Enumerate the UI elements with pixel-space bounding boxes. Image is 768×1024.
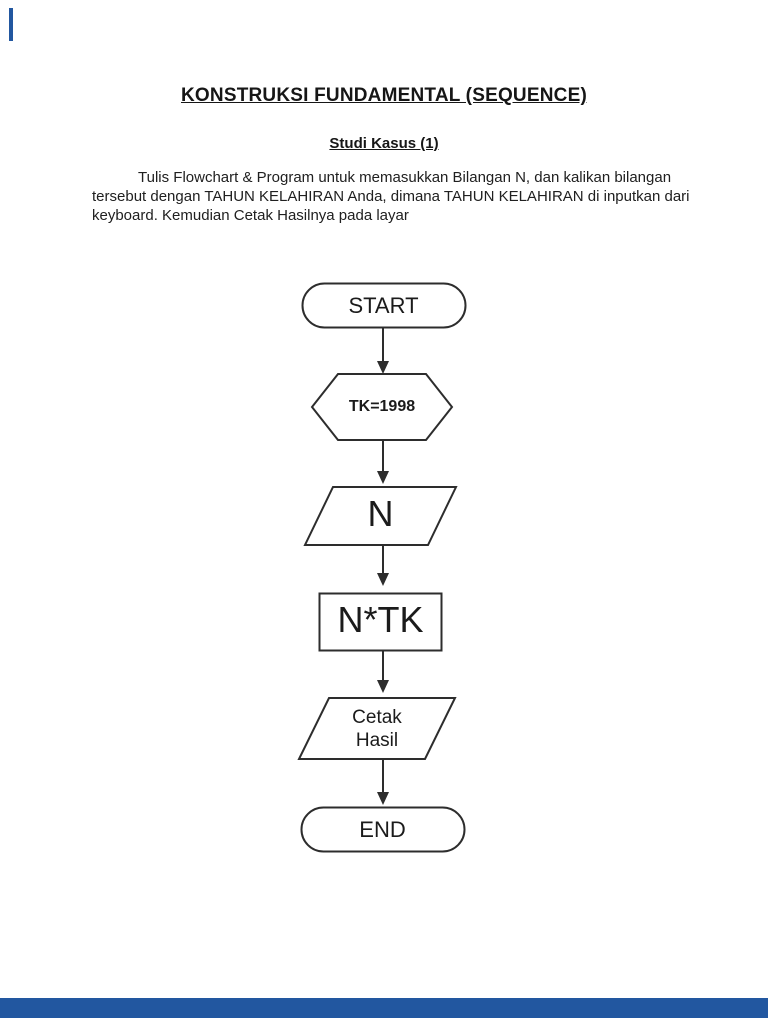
flow-arrow-3 — [377, 545, 389, 586]
end-terminator-shape — [302, 808, 465, 852]
process-rectangle-shape — [320, 594, 442, 651]
output-parallelogram-shape — [299, 698, 455, 759]
flow-arrow-1 — [377, 328, 389, 374]
input-parallelogram-shape — [305, 487, 456, 545]
output-label-line2: Hasil — [355, 730, 399, 751]
text-caret-mark — [9, 8, 13, 41]
page-subtitle: Studi Kasus (1) — [329, 135, 439, 152]
start-terminator-shape — [303, 284, 466, 328]
flow-arrow-2 — [377, 440, 389, 484]
end-node-label: END — [359, 816, 406, 842]
case-description: Tulis Flowchart & Program untuk memasukk… — [92, 168, 690, 225]
paragraph-line: keyboard. Kemudian Cetak Hasilnya pada l… — [92, 207, 409, 224]
flow-arrow-5 — [377, 759, 389, 805]
start-node-label: START — [348, 292, 419, 318]
input-node-label: N — [367, 493, 394, 534]
output-label-line1: Cetak — [352, 707, 402, 728]
page-title: KONSTRUKSI FUNDAMENTAL (SEQUENCE) — [181, 85, 587, 106]
preparation-hexagon-shape — [312, 374, 452, 440]
process-node-label: N*TK — [337, 598, 424, 640]
page-separator-bar — [0, 998, 768, 1018]
paragraph-line: Tulis Flowchart & Program untuk memasukk… — [138, 169, 672, 186]
output-node-label: Cetak Hasil — [299, 700, 455, 758]
paragraph-line: tersebut dengan TAHUN KELAHIRAN Anda, di… — [92, 188, 690, 205]
preparation-node-label: TK=1998 — [348, 398, 416, 415]
flow-arrow-4 — [377, 651, 389, 693]
